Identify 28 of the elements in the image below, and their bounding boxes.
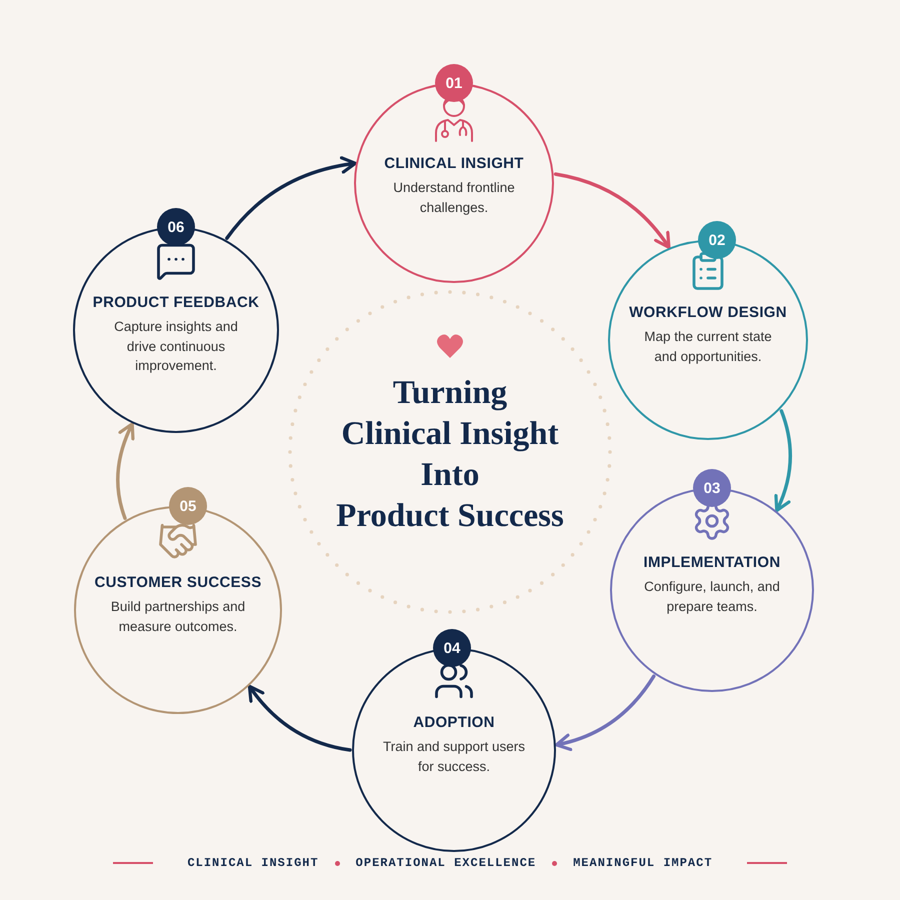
footer-tagline: CLINICAL INSIGHT (187, 856, 319, 870)
curved-arrow (225, 156, 357, 240)
stage-title: WORKFLOW DESIGN (629, 304, 787, 321)
stage-description: Capture insights and drive continuous improvement. (113, 318, 239, 376)
stage-title: ADOPTION (413, 714, 495, 731)
step-number-badge: 06 (157, 208, 195, 246)
stage-title: CUSTOMER SUCCESS (94, 574, 262, 591)
stage-description: Map the current state and opportunities. (643, 328, 773, 366)
stage-title: PRODUCT FEEDBACK (92, 294, 260, 311)
curved-arrow (554, 172, 671, 249)
step-number-badge: 03 (693, 469, 731, 507)
stage-description: Build partnerships and measure outcomes. (110, 598, 246, 636)
curved-arrow (116, 422, 135, 520)
footer-tagline: MEANINGFUL IMPACT (573, 856, 713, 870)
stage-description: Configure, launch, and prepare teams. (643, 578, 781, 616)
footer-tagline: OPERATIONAL EXCELLENCE (356, 856, 536, 870)
step-number-badge: 01 (435, 64, 473, 102)
curved-arrow (248, 684, 352, 752)
stage-title: CLINICAL INSIGHT (384, 155, 524, 172)
step-number-badge: 04 (433, 629, 471, 667)
step-number-badge: 02 (698, 221, 736, 259)
curved-arrow (554, 674, 656, 751)
step-number-badge: 05 (169, 487, 207, 525)
curved-arrow (774, 409, 792, 512)
stage-description: Understand frontline challenges. (392, 179, 516, 217)
stage-description: Train and support users for success. (382, 738, 526, 776)
stage-title: IMPLEMENTATION (644, 554, 780, 571)
diagram-title: Turning Clinical Insight Into Product Success (335, 374, 565, 536)
